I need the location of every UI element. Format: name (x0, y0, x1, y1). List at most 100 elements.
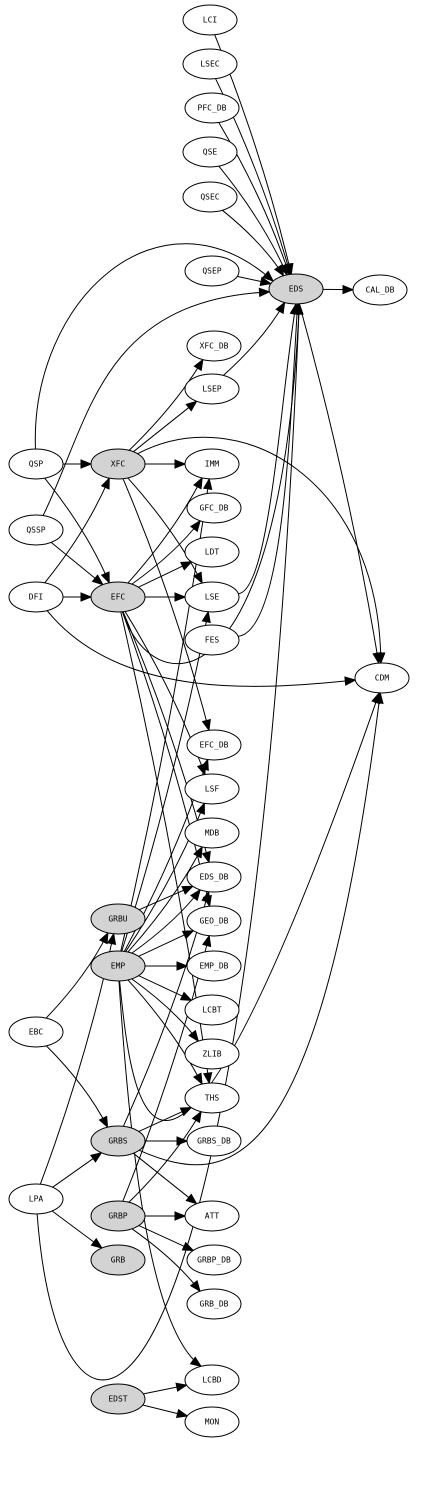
node-label: CDM (375, 674, 390, 683)
node-lsec: LSEC (182, 48, 238, 80)
node-ellipse (184, 817, 240, 849)
arrow-head (185, 1193, 198, 1205)
node-ellipse (184, 1200, 240, 1232)
node-label: LPA (29, 1195, 44, 1204)
edge-xfc-to-efc-db (122, 478, 211, 732)
arrow-head (180, 561, 193, 571)
node-qsec: QSEC (182, 181, 238, 213)
edge-line (34, 243, 274, 450)
edge-dfi-to-efc (62, 592, 93, 602)
node-label: GRBP (108, 1212, 127, 1221)
node-lsep: LSEP (184, 373, 240, 405)
node-emp-db: EMP_DB (186, 950, 242, 982)
node-ldt: LDT (184, 536, 240, 568)
edge-eds-to-cdm (298, 303, 382, 665)
node-ellipse (182, 136, 238, 168)
node-grb: GRB (90, 1244, 146, 1276)
edge-line (46, 610, 356, 687)
node-label: EDS_DB (200, 873, 229, 882)
node-ellipse (184, 92, 240, 124)
node-grb-db: GRB_DB (186, 1288, 242, 1320)
node-label: XFC_DB (200, 342, 229, 351)
node-ellipse (184, 773, 240, 805)
node-ellipse (186, 729, 242, 761)
arrow-head (344, 676, 357, 686)
node-ellipse (90, 903, 146, 935)
arrow-head (80, 592, 93, 602)
edge-line (127, 846, 203, 953)
edge-emp-to-ths (127, 979, 203, 1086)
arrow-head (203, 477, 213, 490)
arrow-head (174, 592, 187, 602)
node-label: GRB_DB (200, 1300, 229, 1309)
node-lci: LCI (182, 4, 238, 36)
node-ellipse (182, 181, 238, 213)
edge-efc-to-lse (144, 592, 187, 602)
arrow-head (189, 1356, 203, 1368)
node-ellipse (186, 330, 242, 362)
edge-edst-to-mon (142, 1404, 189, 1419)
node-label: EDST (108, 1395, 127, 1404)
edge-line (127, 979, 203, 1085)
arrow-head (179, 1106, 193, 1117)
node-label: QSEP (202, 267, 221, 276)
edge-line (218, 165, 288, 276)
edge-ebc-to-grbu (45, 931, 109, 1019)
node-edst: EDST (90, 1383, 146, 1415)
node-ellipse (184, 1406, 240, 1438)
edge-line (298, 303, 380, 664)
edge-qsep-to-eds (237, 275, 273, 287)
arrow-head (191, 1110, 202, 1124)
edge-grbp-to-grb-db (131, 1228, 201, 1293)
edge-line (44, 477, 110, 584)
edge-emp-to-emp-db (144, 961, 189, 971)
edge-line (128, 1111, 202, 1203)
edge-grbu-to-eds-db (139, 885, 195, 911)
node-lse: LSE (184, 581, 240, 613)
edge-grbp-to-grbp-db (138, 1225, 195, 1252)
edge-lse-to-eds (238, 302, 299, 595)
arrow-head (100, 476, 110, 490)
node-mon: MON (184, 1406, 240, 1438)
arrow-head (99, 931, 109, 945)
node-label: EMP_DB (200, 962, 229, 971)
arrow-head (175, 1382, 188, 1392)
node-qse: QSE (182, 136, 238, 168)
node-ellipse (354, 662, 410, 694)
node-ellipse (182, 4, 238, 36)
arrow-head (90, 1237, 103, 1249)
arrow-head (202, 934, 212, 948)
edge-emp-to-lcbd (118, 980, 203, 1368)
node-ellipse (90, 1200, 146, 1232)
node-label: QSEC (200, 193, 219, 202)
node-label: IMM (205, 460, 220, 469)
node-ellipse (8, 514, 64, 546)
edge-dfi-to-cdm (46, 610, 357, 687)
node-label: LCI (203, 16, 218, 25)
arrow-head (174, 459, 187, 469)
edge-efc-to-ldt (138, 561, 193, 588)
node-grbp-db: GRBP_DB (186, 1244, 242, 1276)
node-ellipse (184, 1082, 240, 1114)
node-label: THS (205, 1094, 220, 1103)
node-grbs-db: GRBS_DB (186, 1125, 242, 1157)
node-ellipse (184, 994, 240, 1026)
arrow-head (100, 571, 110, 585)
arrow-head (189, 519, 201, 533)
node-efc: EFC (90, 581, 146, 613)
arrow-head (80, 459, 93, 469)
arrow-head (181, 885, 195, 895)
node-ths: THS (184, 1082, 240, 1114)
node-qssp: QSSP (8, 514, 64, 546)
arrow-head (203, 1072, 213, 1085)
node-mdb: MDB (184, 817, 240, 849)
edge-emp-to-cdm (119, 691, 381, 1121)
node-label: LCBT (202, 1006, 221, 1015)
arrow-head (294, 302, 304, 315)
node-ellipse (8, 448, 64, 480)
arrow-head (199, 758, 209, 772)
edge-line (122, 478, 210, 731)
node-label: GFC_DB (200, 504, 229, 513)
